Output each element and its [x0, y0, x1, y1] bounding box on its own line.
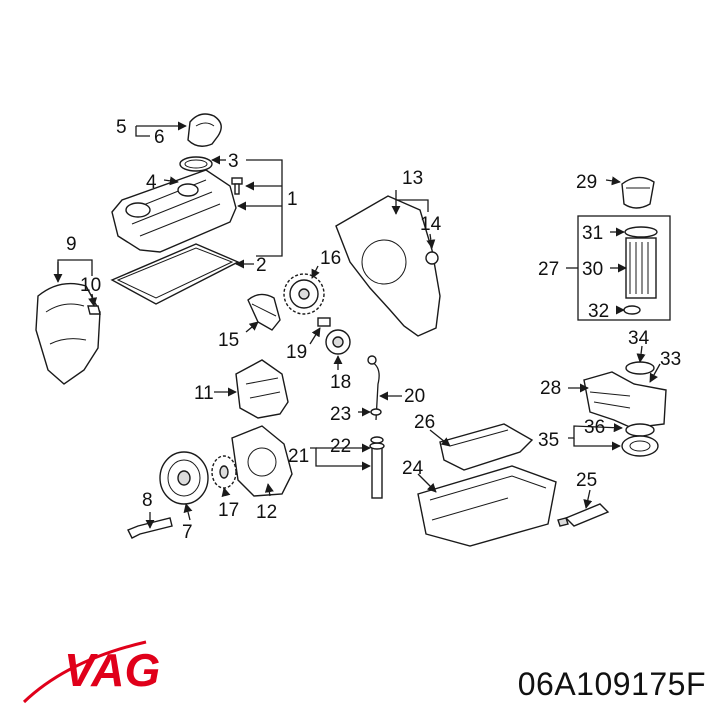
- oil-pan: [417, 465, 557, 547]
- crankshaft-sprocket: [211, 455, 237, 489]
- callout-19: 19: [286, 342, 307, 363]
- callout-14: 14: [420, 214, 442, 235]
- leader-lines: [53, 121, 661, 529]
- callout-16: 16: [320, 248, 341, 269]
- rear-timing-cover: [335, 195, 441, 337]
- callout-31: 31: [582, 223, 603, 244]
- filler-cap-seal: [179, 156, 213, 172]
- callout-15: 15: [218, 330, 239, 351]
- callout-7: 7: [182, 522, 193, 543]
- oil-filter-housing: [583, 371, 667, 429]
- sealant-tube: [557, 503, 610, 527]
- oil-filter-element: [623, 226, 658, 315]
- vag-logo: VAG: [22, 640, 160, 704]
- callout-13: 13: [402, 168, 423, 189]
- cap-bolt: [231, 177, 243, 195]
- callout-26: 26: [414, 412, 435, 433]
- callout-5: 5: [116, 117, 127, 138]
- callout-29: 29: [576, 172, 597, 193]
- crankshaft-pulley: [159, 451, 209, 505]
- callout-labels: 1 2 3 4 5 6 7 8 9 10 11 12 13 14 15 16 1…: [66, 117, 681, 543]
- callout-12: 12: [256, 502, 277, 523]
- callout-28: 28: [540, 378, 561, 399]
- dipstick-tube: [369, 442, 385, 499]
- oil-filler-cap: [187, 113, 222, 147]
- logo-text: VAG: [64, 644, 160, 696]
- callout-18: 18: [330, 372, 351, 393]
- callout-35: 35: [538, 430, 559, 451]
- housing-gasket: [625, 423, 655, 437]
- callout-24: 24: [402, 458, 424, 479]
- callout-21: 21: [288, 446, 309, 467]
- callout-25: 25: [576, 470, 597, 491]
- callout-4: 4: [146, 172, 157, 193]
- logo-swoosh: [22, 640, 147, 704]
- timing-cover-middle: [235, 359, 289, 419]
- oil-seal-ring: [625, 361, 655, 375]
- oil-pan-baffle: [439, 423, 534, 471]
- dipstick-seal: [370, 408, 384, 444]
- callout-10: 10: [80, 275, 101, 296]
- callout-11: 11: [194, 383, 214, 404]
- dipstick: [367, 355, 380, 421]
- valve-cover-gasket: [110, 243, 240, 305]
- callout-30: 30: [582, 259, 603, 280]
- callout-27: 27: [538, 259, 559, 280]
- valve-cover: [111, 169, 237, 253]
- oil-filter-cap: [621, 176, 655, 209]
- tensioner-bolt: [317, 317, 331, 327]
- camshaft-sprocket: [283, 273, 325, 315]
- callout-6: 6: [154, 127, 165, 148]
- callout-23: 23: [330, 404, 351, 425]
- callout-36: 36: [584, 417, 605, 438]
- callout-2: 2: [256, 255, 267, 276]
- callout-1: 1: [287, 189, 298, 210]
- callout-20: 20: [404, 386, 425, 407]
- oil-cooler: [621, 435, 659, 457]
- timing-cover-lower: [231, 425, 293, 497]
- tensioner-pulley: [325, 329, 351, 355]
- timing-cover-upper: [35, 282, 101, 385]
- callout-34: 34: [628, 328, 650, 349]
- callout-17: 17: [218, 500, 239, 521]
- part-number: 06A109175F: [517, 666, 706, 702]
- callout-8: 8: [142, 490, 153, 511]
- callout-3: 3: [228, 151, 239, 172]
- callout-9: 9: [66, 234, 77, 255]
- callout-32: 32: [588, 301, 609, 322]
- timing-belt: [247, 293, 281, 331]
- callout-33: 33: [660, 349, 681, 370]
- callout-22: 22: [330, 436, 351, 457]
